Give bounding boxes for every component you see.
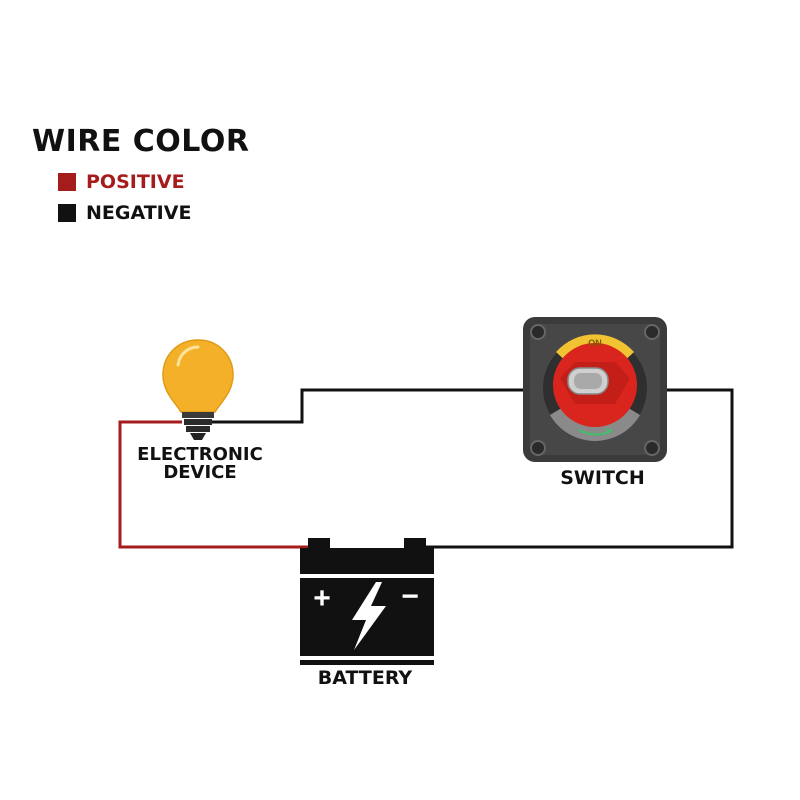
battery-label: BATTERY [317, 667, 413, 689]
negative-wire-device-to-switch [212, 388, 528, 424]
positive-swatch [58, 173, 76, 191]
negative-swatch [58, 204, 76, 222]
positive-label: POSITIVE [86, 171, 185, 193]
switch-label: SWITCH [560, 467, 645, 489]
device-label-line1: ELECTRONIC [137, 444, 263, 465]
battery-switch [523, 317, 667, 462]
light-bulb-icon [162, 339, 234, 440]
battery-icon [300, 538, 434, 665]
device-label: ELECTRONIC DEVICE [120, 446, 280, 482]
device-label-line2: DEVICE [163, 462, 237, 483]
mounting-hole [644, 440, 660, 456]
legend-item-negative: NEGATIVE [58, 202, 191, 224]
positive-wire [118, 420, 316, 549]
switch-on-text: ON [588, 338, 602, 348]
negative-wire-switch-to-battery [416, 388, 734, 549]
mounting-hole [530, 324, 546, 340]
negative-label: NEGATIVE [86, 202, 192, 224]
mounting-hole [644, 324, 660, 340]
mounting-hole [530, 440, 546, 456]
battery-minus-sign: − [401, 580, 419, 613]
legend-item-positive: POSITIVE [58, 171, 185, 193]
legend-title: WIRE COLOR [32, 124, 250, 159]
battery-plus-sign: + [313, 582, 331, 615]
